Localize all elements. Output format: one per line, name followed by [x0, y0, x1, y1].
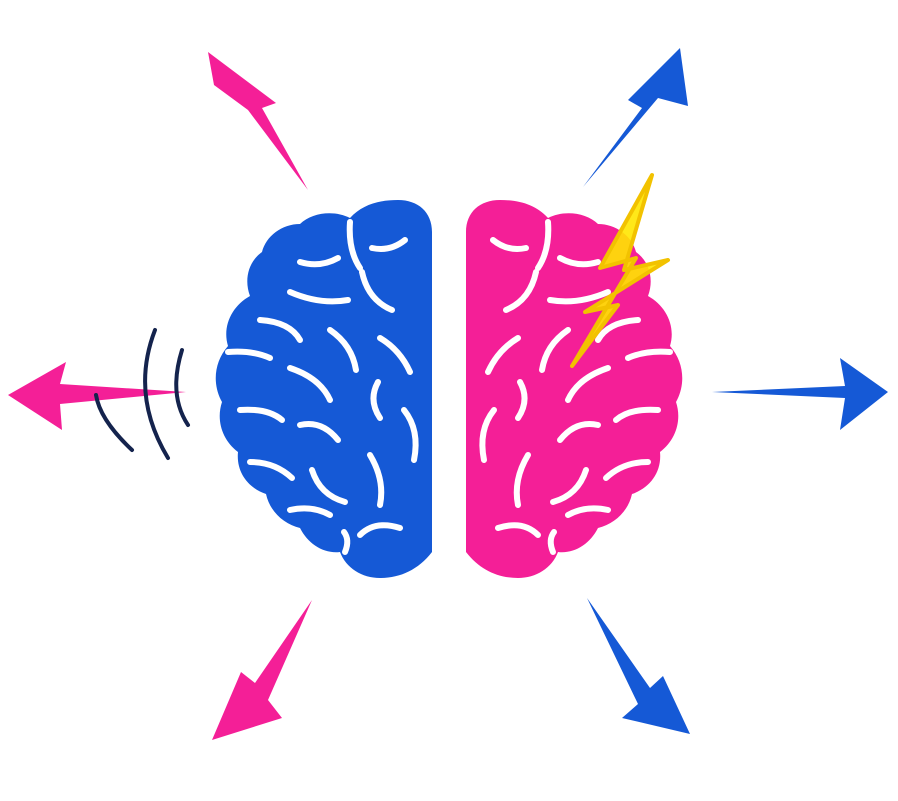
arrow-right-icon	[712, 358, 888, 430]
arrow-up-right-icon	[583, 48, 688, 187]
right-hemisphere-icon	[466, 200, 683, 578]
sound-waves-icon	[94, 328, 190, 460]
arrow-up-left-icon	[208, 52, 308, 190]
arrow-down-right-icon	[587, 598, 690, 734]
left-hemisphere-icon	[215, 200, 432, 578]
arrow-down-left-icon	[212, 600, 312, 740]
lightning-bolt-icon	[570, 173, 670, 368]
